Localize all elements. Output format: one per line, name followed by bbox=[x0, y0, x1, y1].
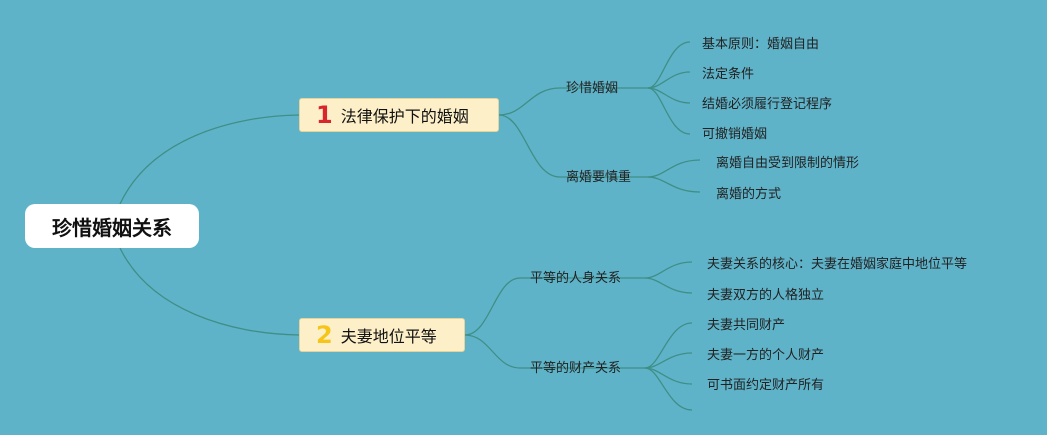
link-leaf bbox=[647, 71, 691, 89]
number-badge-1: 1 bbox=[316, 101, 333, 129]
link-b1-c1 bbox=[498, 87, 648, 116]
subtopic-property-relations[interactable]: 平等的财产关系 bbox=[530, 361, 622, 376]
link-root-b2 bbox=[119, 247, 300, 336]
link-root-b1 bbox=[119, 114, 300, 205]
leaf-topic[interactable]: 夫妻共同财产 bbox=[707, 318, 786, 333]
link-leaf bbox=[644, 277, 693, 294]
subtopic-cherish-marriage[interactable]: 珍惜婚姻 bbox=[566, 81, 619, 96]
link-leaf bbox=[647, 87, 691, 135]
number-badge-2: 2 bbox=[316, 321, 333, 349]
leaf-topic[interactable]: 夫妻关系的核心：夫妻在婚姻家庭中地位平等 bbox=[707, 257, 968, 272]
leaf-topic[interactable]: 夫妻一方的个人财产 bbox=[707, 348, 825, 363]
link-leaf bbox=[647, 159, 701, 178]
link-leaf bbox=[644, 322, 693, 369]
branch-label: 夫妻地位平等 bbox=[340, 327, 437, 346]
link-leaf bbox=[644, 261, 693, 279]
leaf-topic[interactable]: 夫妻双方的人格独立 bbox=[707, 288, 825, 303]
leaf-topic[interactable]: 法定条件 bbox=[702, 67, 755, 82]
leaf-topic[interactable]: 结婚必须履行登记程序 bbox=[702, 97, 833, 112]
branch-topic-2[interactable]: 2 夫妻地位平等 bbox=[299, 318, 465, 352]
leaf-topic[interactable]: 离婚的方式 bbox=[716, 187, 782, 202]
leaf-topic[interactable]: 离婚自由受到限制的情形 bbox=[716, 156, 860, 171]
link-leaf bbox=[647, 41, 691, 89]
leaf-topic[interactable]: 基本原则：婚姻自由 bbox=[702, 37, 820, 52]
root-topic[interactable]: 珍惜婚姻关系 bbox=[25, 204, 199, 248]
branch-topic-1[interactable]: 1 法律保护下的婚姻 bbox=[299, 98, 499, 132]
subtopic-divorce-carefully[interactable]: 离婚要慎重 bbox=[566, 170, 632, 185]
link-leaf bbox=[647, 87, 691, 104]
link-b2-c2 bbox=[464, 334, 645, 369]
link-b1-c2 bbox=[498, 114, 648, 178]
link-leaf bbox=[647, 176, 701, 193]
subtopic-personal-relations[interactable]: 平等的人身关系 bbox=[530, 271, 622, 286]
leaf-topic[interactable]: 可书面约定财产所有 bbox=[707, 378, 825, 393]
link-leaf bbox=[644, 367, 693, 411]
link-b2-c1 bbox=[464, 277, 645, 336]
link-leaf bbox=[644, 352, 693, 369]
branch-label: 法律保护下的婚姻 bbox=[340, 107, 469, 126]
leaf-topic[interactable]: 可撤销婚姻 bbox=[702, 127, 768, 142]
